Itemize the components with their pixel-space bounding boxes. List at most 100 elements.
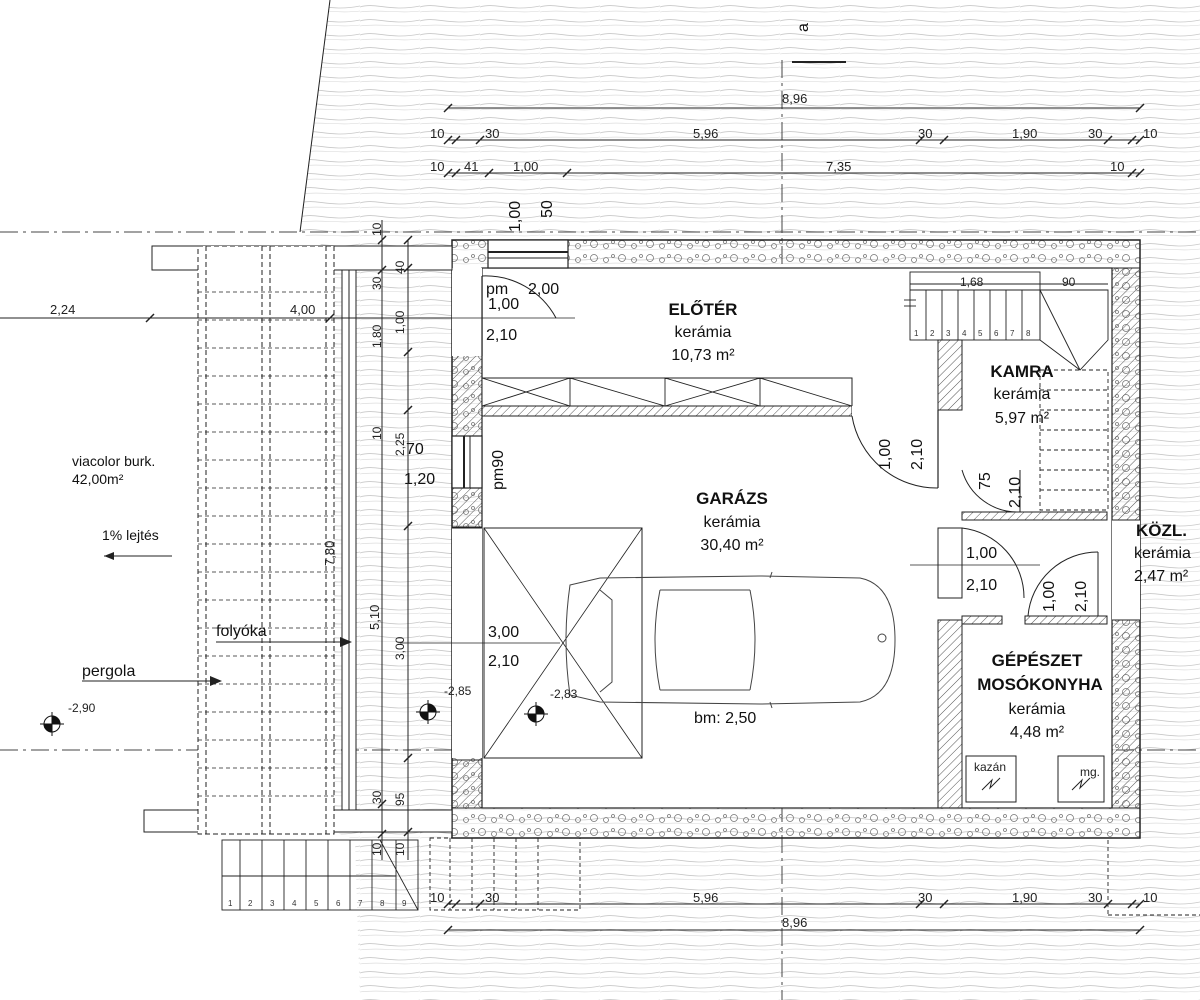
dim-bottom-6: 10 xyxy=(1143,890,1157,905)
stair-top-step-7: 7 xyxy=(1010,329,1015,338)
dim-top-r3-4: 10 xyxy=(1110,159,1124,174)
room-eloter-material: kerámia xyxy=(675,324,732,341)
dim-window-top-h: 50 xyxy=(539,200,556,218)
stair-bottom-step-8: 8 xyxy=(380,899,385,908)
dim-left-mid: 5,10 xyxy=(367,605,382,630)
room-garazs-area: 30,40 m² xyxy=(700,537,764,554)
room-garazs-material: kerámia xyxy=(704,514,761,531)
stair-top-width-1: 1,68 xyxy=(960,275,984,289)
dim-left-i4: 1,80 xyxy=(370,324,384,348)
dim-bottom-2: 5,96 xyxy=(693,890,718,905)
room-kamra-material: kerámia xyxy=(994,386,1051,403)
room-gep-material: kerámia xyxy=(1009,701,1066,718)
door-kozl-h: 2,10 xyxy=(966,577,997,594)
dim-top-r3-2: 1,00 xyxy=(513,159,538,174)
dim-left-i9: 95 xyxy=(393,792,407,806)
room-gep-area: 4,48 m² xyxy=(1010,724,1065,741)
entry-door xyxy=(452,275,575,356)
stair-bottom-step-9: 9 xyxy=(402,899,407,908)
stair-bottom-step-6: 6 xyxy=(336,899,341,908)
room-eloter-name: ELŐTÉR xyxy=(669,300,738,319)
level-markers xyxy=(40,700,548,736)
dim-top-r2-4: 1,90 xyxy=(1012,126,1037,141)
left-dimensions xyxy=(377,220,413,860)
pergola-dimension xyxy=(0,313,452,323)
top-window xyxy=(487,239,569,269)
room-gep-name2: MOSÓKONYHA xyxy=(977,675,1103,694)
stair-top xyxy=(904,271,1109,511)
gep-door xyxy=(1027,551,1099,617)
dim-top-r2-3: 30 xyxy=(918,126,932,141)
stair-bottom xyxy=(221,837,1200,916)
stair-top-width-2: 90 xyxy=(1062,275,1076,289)
level-outside: -2,90 xyxy=(68,701,96,715)
pergola-arrow xyxy=(82,676,222,686)
dim-bottom-4: 1,90 xyxy=(1012,890,1037,905)
dim-top-r3-1: 41 xyxy=(464,159,478,174)
room-kozl-material: kerámia xyxy=(1134,545,1191,562)
stair-bottom-step-7: 7 xyxy=(358,899,363,908)
entry-pm: pm xyxy=(486,281,508,298)
pergola-label: pergola xyxy=(82,663,135,680)
dim-left-i3: 1,00 xyxy=(393,310,407,334)
stair-top-step-5: 5 xyxy=(978,329,983,338)
room-kamra-area: 5,97 m² xyxy=(995,410,1050,427)
garage-inner-door xyxy=(851,410,939,489)
dim-pergola-1: 2,24 xyxy=(50,302,75,317)
entry-door-h: 2,10 xyxy=(486,327,517,344)
dim-top-r2-2: 5,96 xyxy=(693,126,718,141)
dim-top-r3-3: 7,35 xyxy=(826,159,851,174)
slope-arrow xyxy=(104,552,172,560)
door-garage-w: 1,00 xyxy=(877,439,894,470)
pergola xyxy=(143,245,453,835)
door-gep-h: 2,10 xyxy=(1073,581,1090,612)
dim-bottom-5: 30 xyxy=(1088,890,1102,905)
kozl-door xyxy=(910,527,1040,599)
stair-top-step-1: 1 xyxy=(914,329,919,338)
dim-bottom-1: 30 xyxy=(485,890,499,905)
dim-left-i6: 2,25 xyxy=(393,432,407,456)
dim-left-i10: 10 xyxy=(370,842,384,856)
room-kamra-name: KAMRA xyxy=(990,362,1053,381)
stair-bottom-step-5: 5 xyxy=(314,899,319,908)
stair-bottom-step-4: 4 xyxy=(292,899,297,908)
stair-top-step-3: 3 xyxy=(946,329,951,338)
room-eloter-area: 10,73 m² xyxy=(671,347,735,364)
dim-top-r2-0: 10 xyxy=(430,126,444,141)
door-kamra-h: 2,10 xyxy=(1007,477,1024,508)
stair-top-step-2: 2 xyxy=(930,329,935,338)
dim-left-i7: 3,00 xyxy=(393,636,407,660)
dim-window-top-w: 1,00 xyxy=(507,201,524,232)
room-kozl-area: 2,47 m² xyxy=(1134,568,1189,585)
car xyxy=(565,571,896,709)
dim-bottom-3: 30 xyxy=(918,890,932,905)
top-dimensions xyxy=(443,103,1145,178)
window-left-pm: pm90 xyxy=(490,450,507,490)
dim-bottom-total: 8,96 xyxy=(782,915,807,930)
kamra-door xyxy=(961,469,1021,513)
stair-bottom-step-1: 1 xyxy=(228,899,233,908)
stair-top-step-8: 8 xyxy=(1026,329,1031,338)
section-marker: a xyxy=(792,23,846,63)
dim-bottom-0: 10 xyxy=(430,890,444,905)
dim-top-r2-5: 30 xyxy=(1088,126,1102,141)
slope-label: 1% lejtés xyxy=(102,527,159,543)
dim-top-r2-6: 10 xyxy=(1143,126,1157,141)
garage-door-h: 2,10 xyxy=(488,653,519,670)
dim-top-r3-0: 10 xyxy=(430,159,444,174)
room-kozl-name: KÖZL. xyxy=(1136,521,1187,540)
section-marker-label: a xyxy=(795,23,812,32)
dim-left-outer: 7,80 xyxy=(322,541,337,566)
stair-bottom-step-2: 2 xyxy=(248,899,253,908)
dim-left-i1: 30 xyxy=(370,276,384,290)
gutter-arrow xyxy=(216,637,352,647)
mg-label: mg. xyxy=(1080,765,1100,779)
dim-left-i11: 10 xyxy=(393,842,407,856)
bm-label: bm: 2,50 xyxy=(694,710,756,727)
door-kamra-w: 75 xyxy=(977,472,994,490)
stair-top-step-4: 4 xyxy=(962,329,967,338)
window-left-h: 1,20 xyxy=(404,471,435,488)
dim-left-i2: 40 xyxy=(393,260,407,274)
bottom-dimensions xyxy=(443,899,1145,935)
gutter-label: folyóka xyxy=(216,623,267,640)
